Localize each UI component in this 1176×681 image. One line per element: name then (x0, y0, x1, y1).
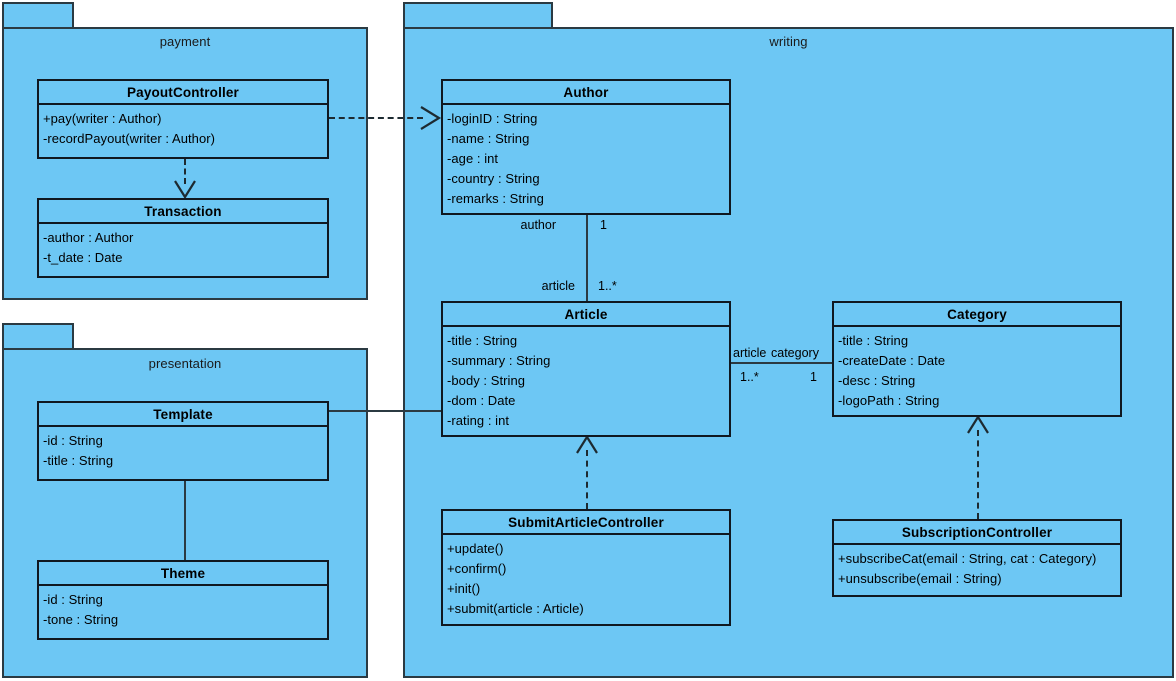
member: -title : String (43, 453, 114, 468)
dependency-payout-to-transaction-arrowhead (174, 180, 196, 200)
class-theme[interactable]: Theme -id : String -tone : String (37, 560, 329, 640)
class-category-members: -title : String -createDate : Date -desc… (834, 327, 1120, 415)
member: +pay(writer : Author) (43, 111, 162, 126)
class-payout-controller-members: +pay(writer : Author) -recordPayout(writ… (39, 105, 327, 153)
member: -title : String (447, 333, 518, 348)
member: -summary : String (447, 353, 551, 368)
class-subscription-controller-title: SubscriptionController (834, 521, 1120, 545)
association-article-category (731, 362, 832, 364)
association-author-role-label: author (520, 218, 556, 232)
member: -logoPath : String (838, 393, 940, 408)
member: +update() (447, 541, 504, 556)
class-payout-controller-title: PayoutController (39, 81, 327, 105)
dependency-payout-to-author-arrowhead (420, 106, 442, 130)
member: -rating : int (447, 413, 510, 428)
class-template-members: -id : String -title : String (39, 427, 327, 475)
member: -recordPayout(writer : Author) (43, 131, 216, 146)
dependency-submitarticle-to-article-line (586, 450, 588, 509)
class-payout-controller[interactable]: PayoutController +pay(writer : Author) -… (37, 79, 329, 159)
class-author-title: Author (443, 81, 729, 105)
association-template-theme (184, 481, 186, 560)
class-transaction-title: Transaction (39, 200, 327, 224)
package-writing-label: writing (769, 34, 808, 49)
association-author-multiplicity-label: 1 (600, 218, 607, 232)
member: -name : String (447, 131, 530, 146)
association-category-multiplicity-label: 1 (810, 370, 817, 384)
dependency-payout-to-transaction-line (184, 159, 186, 184)
class-transaction-members: -author : Author -t_date : Date (39, 224, 327, 272)
association-article-role-right-label: article (733, 346, 767, 360)
member: -body : String (447, 373, 526, 388)
member: +unsubscribe(email : String) (838, 571, 1002, 586)
class-subscription-controller[interactable]: SubscriptionController +subscribeCat(ema… (832, 519, 1122, 597)
member: -id : String (43, 433, 103, 448)
member: +subscribeCat(email : String, cat : Cate… (838, 551, 1097, 566)
package-payment-tab (2, 2, 74, 29)
dependency-submitarticle-to-article-arrowhead (576, 434, 598, 454)
class-submit-article-controller[interactable]: SubmitArticleController +update() +confi… (441, 509, 731, 626)
class-article-title: Article (443, 303, 729, 327)
member: -age : int (447, 151, 499, 166)
class-author-members: -loginID : String -name : String -age : … (443, 105, 729, 213)
member: -createDate : Date (838, 353, 946, 368)
class-theme-title: Theme (39, 562, 327, 586)
association-author-article (586, 215, 588, 301)
member: -title : String (838, 333, 909, 348)
class-theme-members: -id : String -tone : String (39, 586, 327, 634)
association-category-role-label: category (771, 346, 819, 360)
class-article[interactable]: Article -title : String -summary : Strin… (441, 301, 731, 437)
member: -t_date : Date (43, 250, 123, 265)
dependency-payout-to-author-line (329, 117, 423, 119)
class-submit-article-controller-title: SubmitArticleController (443, 511, 729, 535)
member: -remarks : String (447, 191, 544, 206)
member: +submit(article : Article) (447, 601, 584, 616)
class-template-title: Template (39, 403, 327, 427)
association-article-multiplicity-top-label: 1..* (598, 279, 617, 293)
class-subscription-controller-members: +subscribeCat(email : String, cat : Cate… (834, 545, 1120, 593)
member: +confirm() (447, 561, 507, 576)
package-payment-label: payment (159, 34, 211, 49)
member: -author : Author (43, 230, 134, 245)
member: -dom : Date (447, 393, 516, 408)
member: -country : String (447, 171, 540, 186)
class-submit-article-controller-members: +update() +confirm() +init() +submit(art… (443, 535, 729, 623)
member: -id : String (43, 592, 103, 607)
association-template-article (329, 410, 443, 412)
dependency-subscription-to-category-arrowhead (967, 414, 989, 434)
member: -loginID : String (447, 111, 538, 126)
class-category-title: Category (834, 303, 1120, 327)
member: -desc : String (838, 373, 916, 388)
package-presentation-label: presentation (148, 356, 222, 371)
class-transaction[interactable]: Transaction -author : Author -t_date : D… (37, 198, 329, 278)
class-author[interactable]: Author -loginID : String -name : String … (441, 79, 731, 215)
package-writing-tab (403, 2, 553, 29)
package-presentation-tab (2, 323, 74, 350)
member: -tone : String (43, 612, 119, 627)
class-category[interactable]: Category -title : String -createDate : D… (832, 301, 1122, 417)
class-template[interactable]: Template -id : String -title : String (37, 401, 329, 481)
class-article-members: -title : String -summary : String -body … (443, 327, 729, 435)
dependency-subscription-to-category-line (977, 430, 979, 519)
association-article-role-top-label: article (541, 279, 575, 293)
member: +init() (447, 581, 481, 596)
association-article-multiplicity-right-label: 1..* (740, 370, 759, 384)
